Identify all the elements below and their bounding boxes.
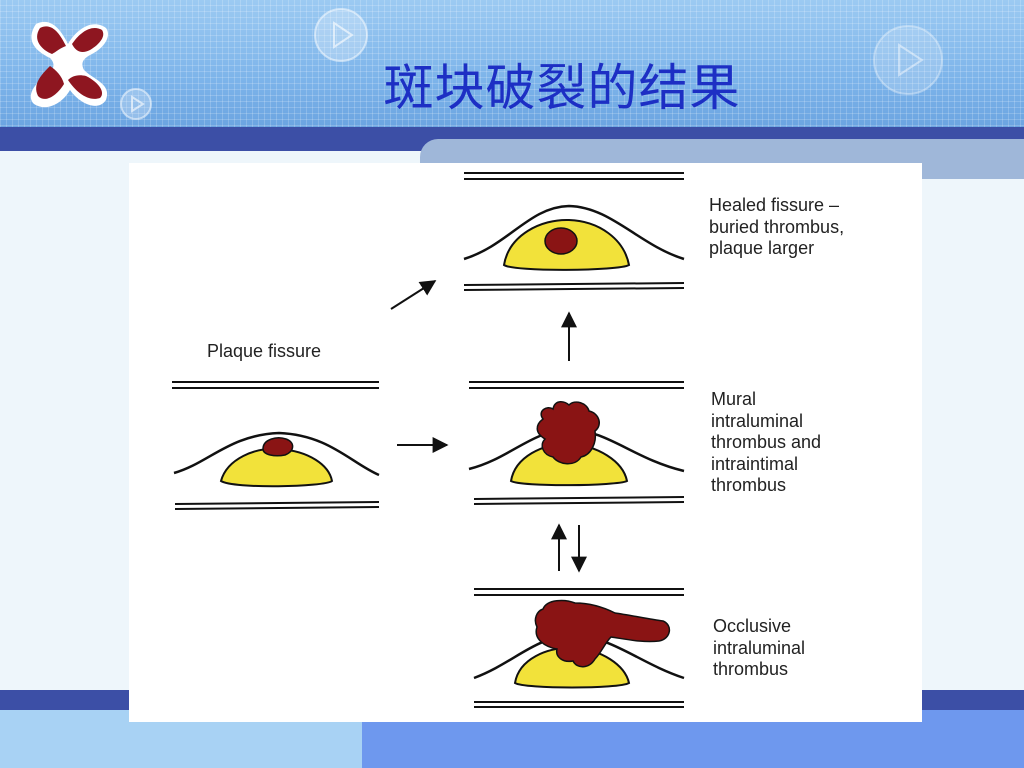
buried-thrombus <box>544 227 578 255</box>
vessel-plaque-fissure <box>172 381 380 510</box>
slide-header: 斑块破裂的结果 <box>0 0 1024 132</box>
play-circle-icon <box>314 8 368 62</box>
vessel-mural-thrombus <box>468 381 685 505</box>
plaque-core <box>509 442 629 487</box>
plaque-fissure-diagram <box>172 172 685 708</box>
occlusive-thrombus <box>534 599 671 668</box>
diagram-panel: Plaque fissure Healed fissure – buried t… <box>129 163 922 722</box>
slide-title: 斑块破裂的结果 <box>383 59 741 117</box>
label-occlusive-thrombus: Occlusive intraluminal thrombus <box>713 616 806 679</box>
plaque-core <box>513 646 631 689</box>
arrow-to-healed <box>390 280 437 310</box>
vessel-healed-fissure <box>463 172 685 291</box>
logo-icon <box>30 21 109 108</box>
play-circle-icon <box>120 88 152 120</box>
label-plaque-fissure: Plaque fissure <box>207 341 322 361</box>
play-circle-icon <box>873 25 943 95</box>
label-healed-fissure: Healed fissure – buried thrombus, plaque… <box>709 195 845 258</box>
thrombus <box>262 437 294 457</box>
intraluminal-thrombus <box>536 401 600 465</box>
label-mural-thrombus: Mural intraluminal thrombus and intraint… <box>711 389 822 495</box>
plaque-core <box>219 447 334 488</box>
vessel-occlusive-thrombus <box>473 588 685 708</box>
